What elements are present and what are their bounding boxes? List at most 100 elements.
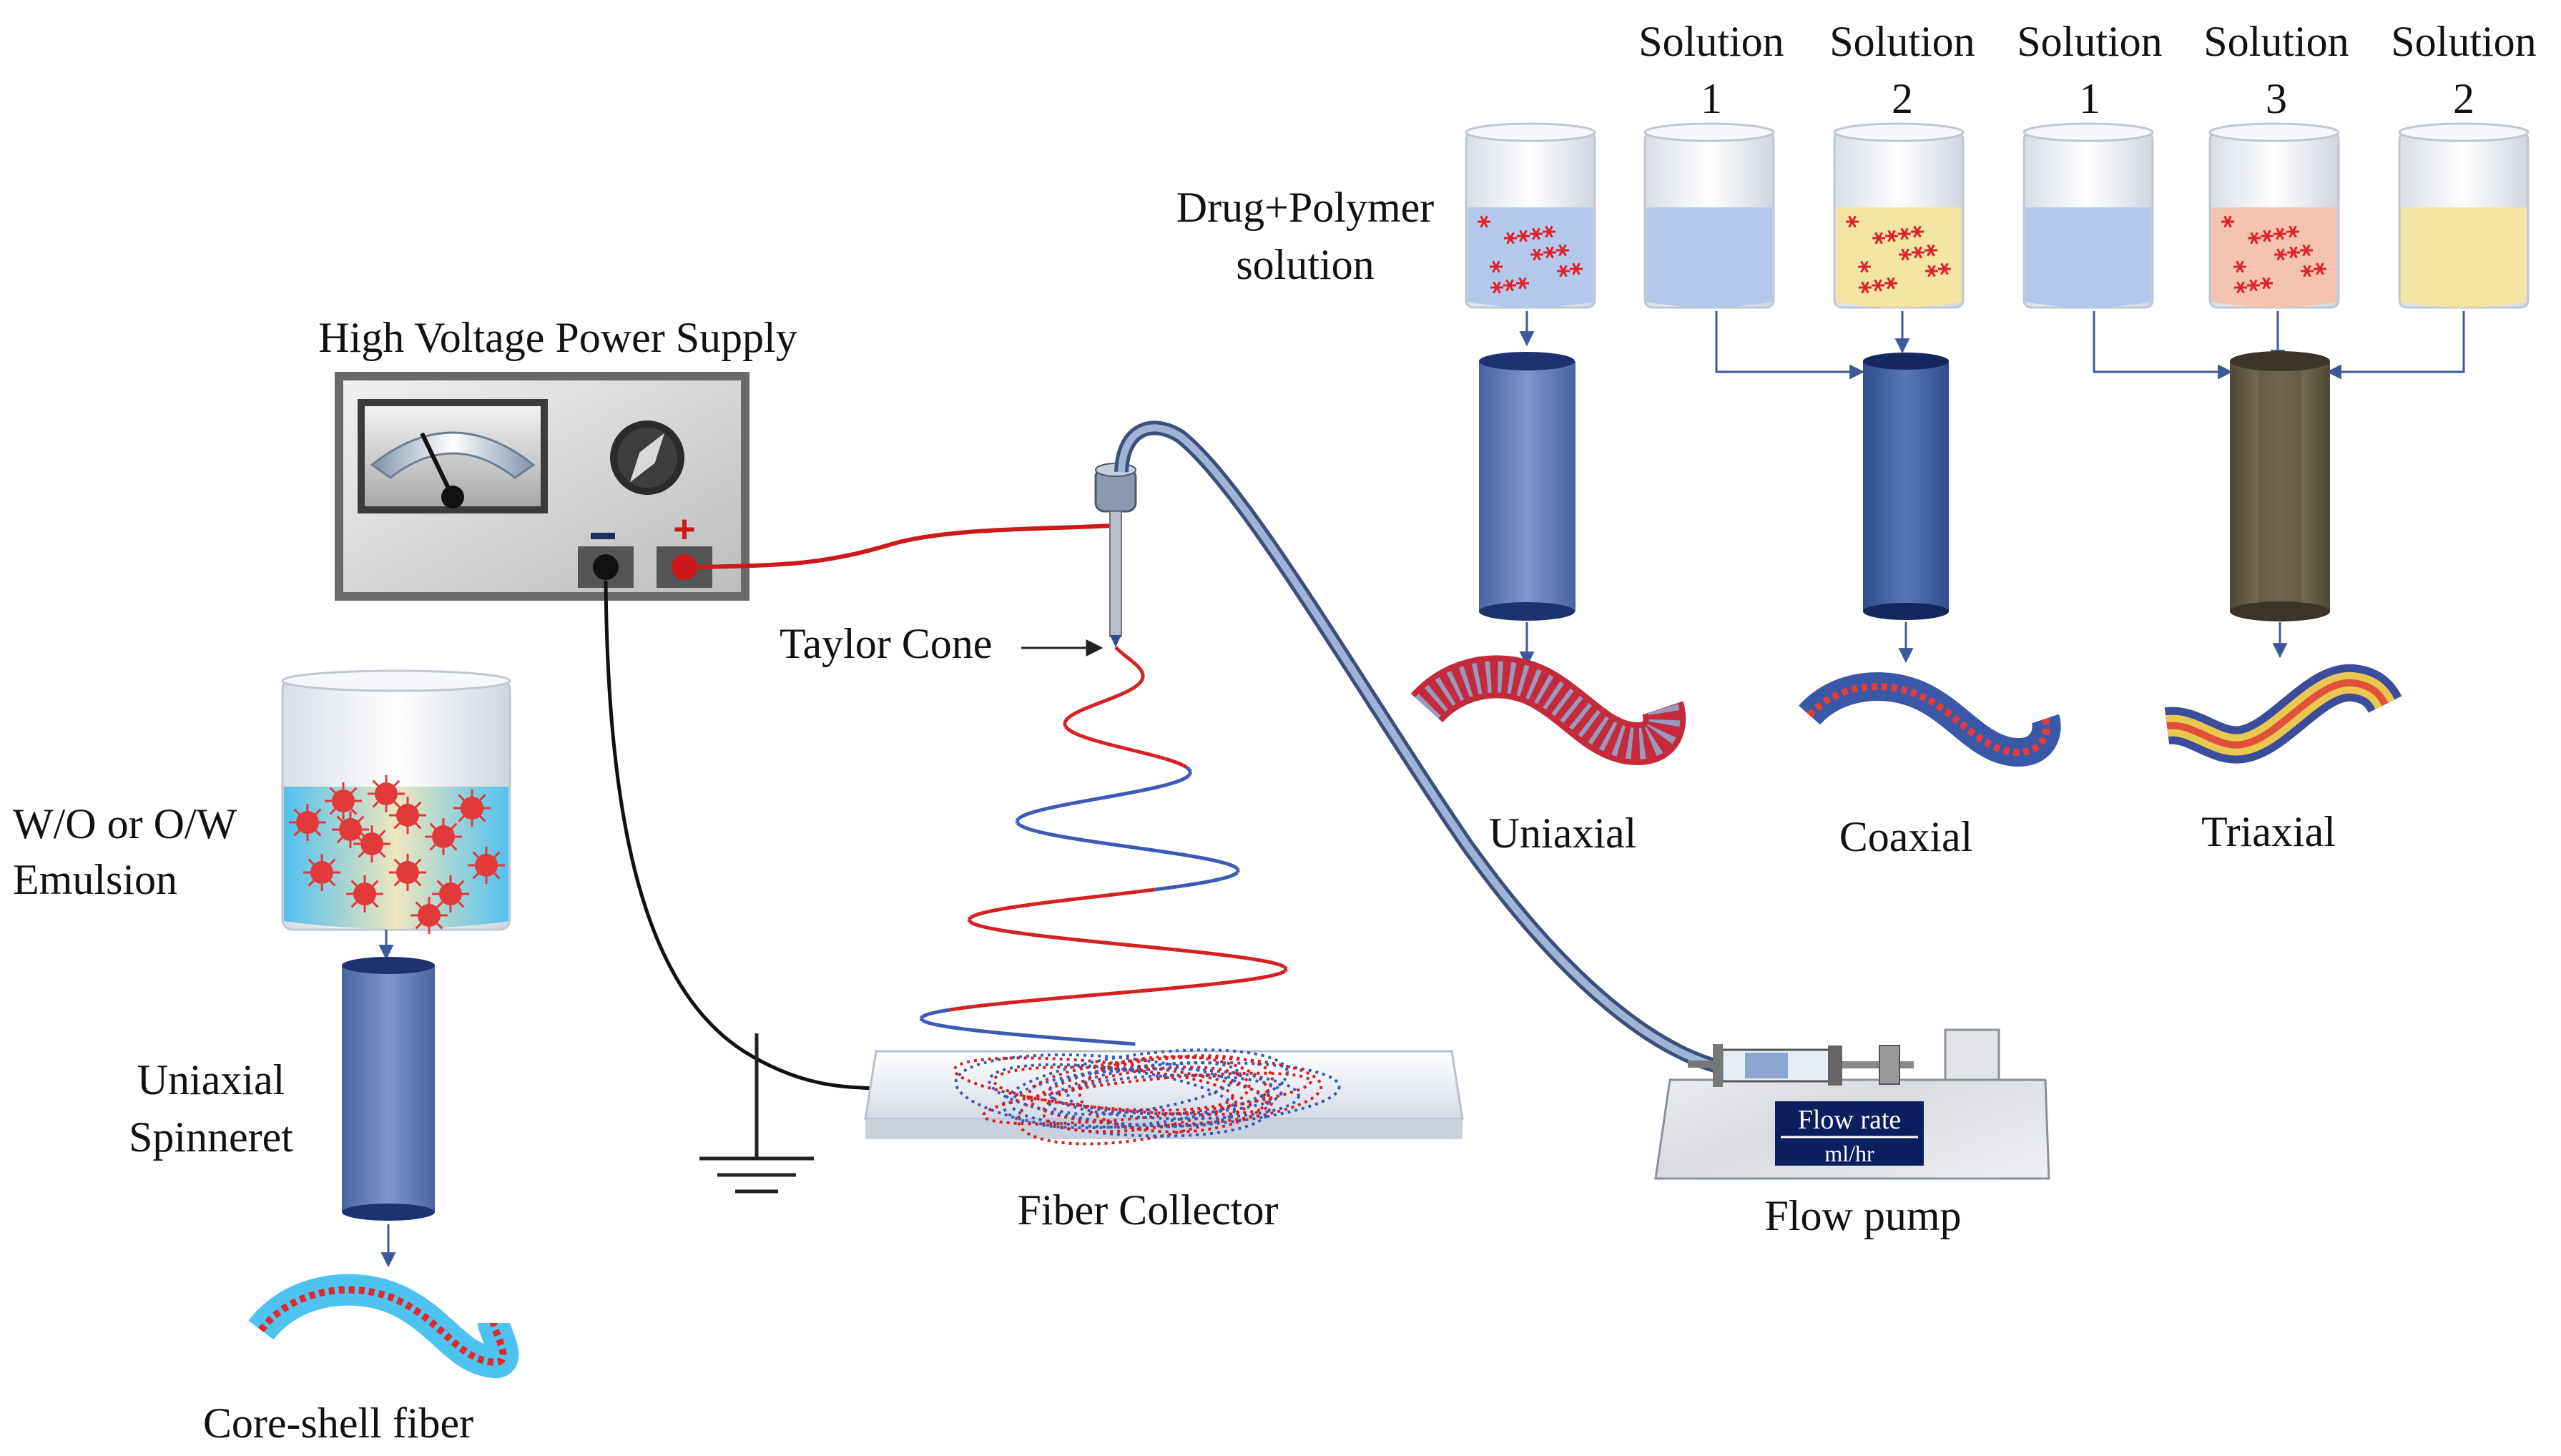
drug-particle-icon bbox=[2247, 279, 2260, 292]
jet-segment bbox=[1248, 975, 1263, 982]
jet-segment bbox=[1232, 864, 1238, 870]
flow-pump-label: Flow pump bbox=[1764, 1192, 1961, 1239]
solution-2a-word: Solution bbox=[1829, 18, 1975, 65]
drug-particle-icon bbox=[1543, 246, 1556, 259]
droplet-icon bbox=[332, 811, 369, 848]
jet-segment bbox=[1073, 709, 1080, 716]
jet-segment bbox=[1017, 815, 1023, 821]
jet-segment bbox=[981, 909, 992, 915]
jet-segment bbox=[1186, 881, 1200, 887]
drug-particle-icon bbox=[2314, 262, 2326, 275]
jet-segment bbox=[1149, 784, 1160, 791]
jet-segment bbox=[1132, 943, 1154, 950]
jet-segment bbox=[1211, 877, 1222, 883]
jet-segment bbox=[1233, 870, 1239, 877]
jet-segment bbox=[948, 1025, 965, 1031]
solution-3-word: Solution bbox=[2203, 18, 2349, 65]
jet-segment bbox=[1038, 830, 1048, 836]
jet-segment bbox=[1109, 694, 1117, 701]
jet-segment bbox=[1063, 724, 1068, 727]
droplet-icon bbox=[453, 790, 491, 827]
drug-particle-icon bbox=[2261, 230, 2274, 242]
drug-particle-icon bbox=[1530, 227, 1543, 240]
fiber-loop bbox=[1047, 1067, 1300, 1121]
jet-segment bbox=[1199, 879, 1212, 885]
drug-particle-icon bbox=[1557, 265, 1570, 277]
drug-particle-icon bbox=[1925, 244, 1937, 257]
deposited-fiber-mat bbox=[953, 1048, 1341, 1146]
drug-polymer-label-line1: Drug+Polymer bbox=[1176, 184, 1434, 231]
jet-segment bbox=[1213, 980, 1233, 986]
jet-segment bbox=[1214, 952, 1233, 958]
jet-segment bbox=[1069, 729, 1076, 735]
jet-segment bbox=[1114, 646, 1119, 651]
drug-particle-icon bbox=[1478, 215, 1490, 228]
drug-particle-icon bbox=[1543, 225, 1555, 238]
jet-segment bbox=[1066, 714, 1072, 719]
drug-particle-icon bbox=[2274, 227, 2286, 240]
drug-particle-icon bbox=[2301, 265, 2314, 277]
jet-segment bbox=[1106, 1040, 1136, 1046]
needle bbox=[1094, 463, 1137, 647]
coaxial-spinneret bbox=[1863, 353, 1949, 620]
jet-segment bbox=[1271, 960, 1280, 967]
ground-wire bbox=[604, 580, 877, 1091]
jet-segment bbox=[1084, 735, 1093, 742]
jet-segment bbox=[1228, 872, 1235, 879]
jet-segment bbox=[1046, 898, 1065, 905]
drug-polymer-label-line2: solution bbox=[1236, 241, 1374, 288]
drug-particle-icon bbox=[2248, 232, 2261, 245]
drug-particle-icon bbox=[1885, 230, 1898, 242]
jet-segment bbox=[1078, 707, 1084, 714]
emulsion-label-line1: W/O or O/W bbox=[13, 800, 237, 847]
jet-segment bbox=[1083, 838, 1099, 845]
jet-segment bbox=[1100, 892, 1120, 898]
jet-segment bbox=[1066, 727, 1072, 733]
triaxial-fiber-icon bbox=[2164, 664, 2402, 764]
jet-segment bbox=[1174, 778, 1182, 784]
jet-segment bbox=[1122, 988, 1147, 995]
jet-segment bbox=[1087, 703, 1095, 709]
jet-segment bbox=[963, 1027, 983, 1033]
jet-segment bbox=[1003, 1031, 1028, 1038]
coaxial-label: Coaxial bbox=[1839, 813, 1973, 860]
jet-segment bbox=[1025, 810, 1033, 817]
jet-segment bbox=[1132, 661, 1137, 666]
drug-particle-icon bbox=[2233, 260, 2246, 273]
drug-particle-icon bbox=[1925, 265, 1938, 277]
jet-segment bbox=[1120, 690, 1126, 697]
jet-segment bbox=[1139, 669, 1144, 674]
triaxial-label: Triaxial bbox=[2201, 808, 2336, 855]
jet-segment bbox=[1181, 763, 1188, 769]
jet-segment bbox=[1048, 804, 1060, 810]
drug-particle-icon bbox=[1858, 260, 1871, 273]
red-wire bbox=[697, 523, 1113, 569]
jet-segment bbox=[1140, 750, 1151, 757]
jet-segment bbox=[1124, 654, 1129, 659]
jet-segment bbox=[1279, 969, 1286, 975]
jet-segment bbox=[1082, 894, 1101, 900]
jet-segment bbox=[1180, 776, 1186, 782]
whipping-jet bbox=[919, 646, 1288, 1046]
droplet-icon bbox=[289, 804, 326, 841]
jet-segment bbox=[919, 1015, 925, 1020]
jet-segment bbox=[919, 1017, 924, 1022]
jet-segment bbox=[1119, 890, 1138, 896]
fiber-loop bbox=[1002, 1048, 1289, 1130]
jet-segment bbox=[1015, 820, 1020, 824]
jet-segment bbox=[1137, 680, 1143, 685]
coaxial-fiber-icon bbox=[1799, 672, 2061, 767]
jet-segment bbox=[1235, 867, 1240, 872]
solution-1-beaker bbox=[1643, 122, 1775, 309]
jet-segment bbox=[1098, 739, 1108, 746]
jet-segment bbox=[1039, 806, 1050, 812]
jet-segment bbox=[1016, 822, 1021, 827]
jet-segment bbox=[1192, 982, 1214, 988]
emulsion-beaker bbox=[281, 669, 511, 934]
jet-segment bbox=[1078, 733, 1086, 739]
drug-particle-icon bbox=[2286, 225, 2299, 238]
solution-3-num: 3 bbox=[2266, 75, 2287, 122]
drug-particle-icon bbox=[1898, 227, 1911, 240]
jet-segment bbox=[1186, 772, 1192, 777]
flow-pump: Flow rate ml/hr Flow pump bbox=[1654, 1028, 2050, 1239]
